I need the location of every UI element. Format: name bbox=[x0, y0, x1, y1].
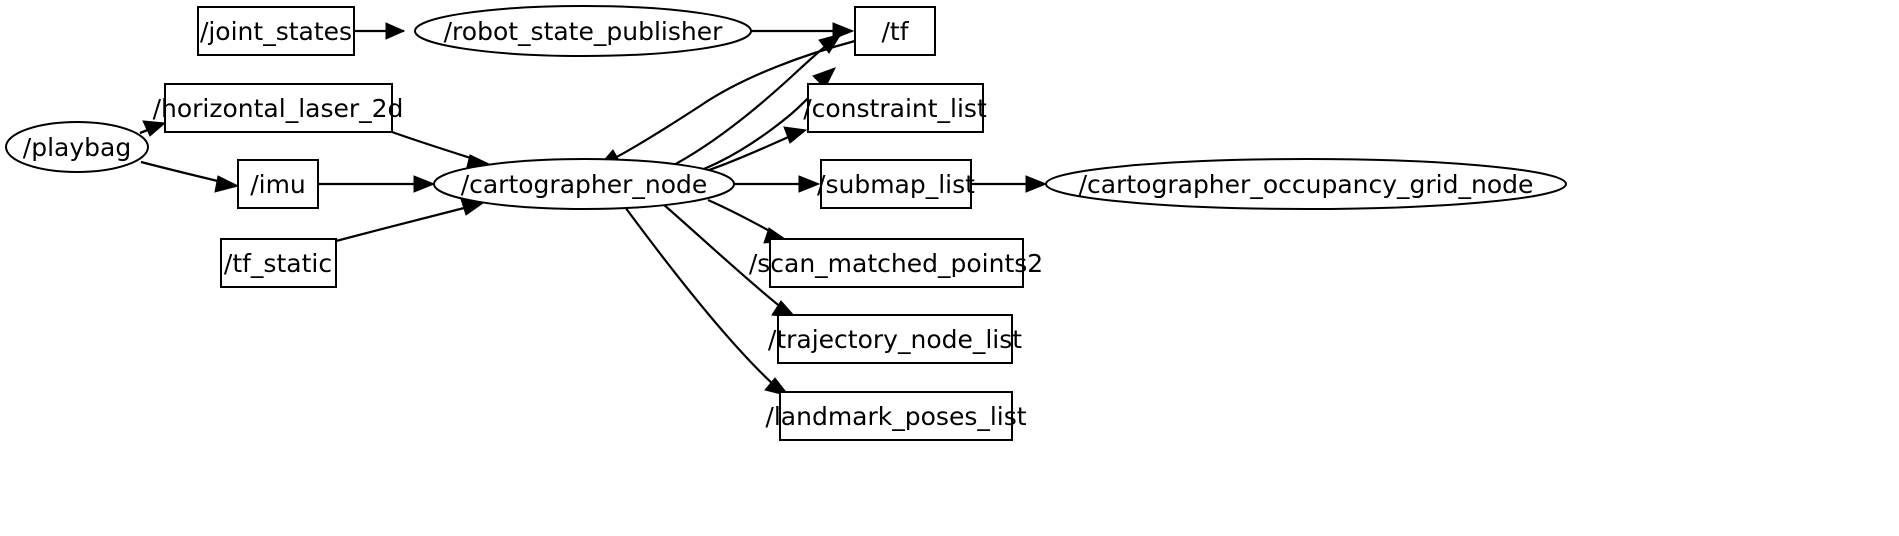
node-tf-static-label: /tf_static bbox=[224, 249, 332, 278]
arrowhead bbox=[818, 33, 843, 54]
edge-playbag-to-imu bbox=[140, 160, 240, 193]
node-cartographer-node[interactable]: /cartographer_node bbox=[433, 158, 735, 210]
node-landmark-poses-list-label: /landmark_poses_list bbox=[765, 402, 1026, 431]
node-constraint-list-shape[interactable] bbox=[807, 83, 984, 133]
node-tf-static[interactable]: /tf_static bbox=[220, 238, 337, 288]
node-imu[interactable]: /imu bbox=[237, 159, 319, 209]
node-playbag-shape[interactable] bbox=[5, 121, 149, 173]
node-joint-states[interactable]: /joint_states bbox=[197, 6, 355, 56]
edge-horizontal-laser-2d-to-cartographer-node bbox=[391, 130, 493, 172]
node-trajectory-node-list-shape[interactable] bbox=[777, 314, 1013, 364]
node-tf-static-shape[interactable] bbox=[220, 238, 337, 288]
arrowhead bbox=[783, 126, 808, 144]
node-constraint-list-label: /constraint_list bbox=[803, 94, 987, 123]
node-landmark-poses-list[interactable]: /landmark_poses_list bbox=[765, 391, 1027, 441]
node-horizontal-laser-2d-shape[interactable] bbox=[164, 83, 393, 133]
node-cartographer-occupancy-grid-node-shape[interactable] bbox=[1045, 158, 1567, 210]
arrowhead bbox=[798, 175, 821, 193]
node-robot-state-publisher-shape[interactable] bbox=[414, 5, 752, 57]
node-layer: /joint_states /robot_state_publisher /tf… bbox=[5, 5, 1567, 441]
edge-imu-to-cartographer-node bbox=[318, 175, 436, 193]
edge-tf-static-to-cartographer-node bbox=[335, 198, 485, 243]
node-tf-shape[interactable] bbox=[854, 6, 936, 56]
node-submap-list-shape[interactable] bbox=[820, 159, 972, 209]
edge-playbag-to-horizontal-laser-2d bbox=[139, 120, 167, 137]
edge-submap-list-to-cartographer-occupancy-grid-node bbox=[971, 175, 1048, 193]
node-cartographer-occupancy-grid-node[interactable]: /cartographer_occupancy_grid_node bbox=[1045, 158, 1567, 210]
node-playbag[interactable]: /playbag bbox=[5, 121, 149, 173]
node-trajectory-node-list[interactable]: /trajectory_node_list bbox=[768, 314, 1022, 364]
node-robot-state-publisher-label: /robot_state_publisher bbox=[444, 17, 723, 46]
node-submap-list-label: /submap_list bbox=[817, 170, 975, 199]
node-horizontal-laser-2d[interactable]: /horizontal_laser_2d bbox=[153, 83, 404, 133]
edge-cartographer-node-to-constraint-list bbox=[708, 126, 808, 172]
edge-cartographer-node-to-scan-matched-points2 bbox=[707, 198, 790, 244]
node-horizontal-laser-2d-label: /horizontal_laser_2d bbox=[153, 94, 404, 123]
node-robot-state-publisher[interactable]: /robot_state_publisher bbox=[414, 5, 752, 57]
arrowhead bbox=[214, 175, 240, 193]
edge-cartographer-node-to-tf-a bbox=[659, 33, 843, 173]
edge-joint-states-to-robot-state-publisher bbox=[354, 22, 406, 40]
arrowhead bbox=[1025, 175, 1048, 193]
node-scan-matched-points2[interactable]: /scan_matched_points2 bbox=[749, 238, 1043, 288]
node-imu-label: /imu bbox=[250, 170, 306, 199]
node-playbag-label: /playbag bbox=[23, 133, 131, 162]
arrowhead bbox=[812, 67, 837, 89]
node-imu-shape[interactable] bbox=[237, 159, 319, 209]
node-trajectory-node-list-label: /trajectory_node_list bbox=[768, 325, 1022, 354]
node-tf[interactable]: /tf bbox=[854, 6, 936, 56]
node-landmark-poses-list-shape[interactable] bbox=[779, 391, 1013, 441]
edge-cartographer-node-to-landmark-poses-list bbox=[624, 206, 791, 397]
node-joint-states-shape[interactable] bbox=[197, 6, 355, 56]
node-constraint-list[interactable]: /constraint_list bbox=[803, 83, 987, 133]
node-submap-list[interactable]: /submap_list bbox=[817, 159, 975, 209]
arrowhead bbox=[385, 22, 406, 40]
edge-cartographer-node-to-submap-list bbox=[734, 175, 821, 193]
node-scan-matched-points2-shape[interactable] bbox=[769, 238, 1024, 288]
node-tf-label: /tf bbox=[881, 17, 909, 46]
node-cartographer-occupancy-grid-node-label: /cartographer_occupancy_grid_node bbox=[1079, 170, 1534, 199]
arrowhead bbox=[413, 175, 436, 193]
node-scan-matched-points2-label: /scan_matched_points2 bbox=[749, 249, 1043, 278]
node-joint-states-label: /joint_states bbox=[200, 17, 352, 46]
arrowhead bbox=[142, 120, 167, 137]
node-cartographer-node-label: /cartographer_node bbox=[461, 170, 708, 199]
node-cartographer-node-shape[interactable] bbox=[433, 158, 735, 210]
